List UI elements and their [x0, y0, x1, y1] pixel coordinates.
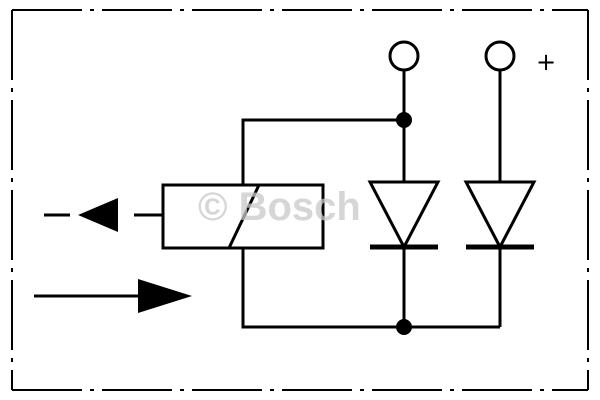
border-frame [11, 9, 589, 391]
arrow-left-head [78, 198, 118, 232]
junction-dot-bottom [396, 319, 412, 335]
terminal-circle-icon [484, 40, 516, 72]
arrow-right-icon [34, 279, 192, 313]
arrow-left-dashed-icon [44, 198, 163, 232]
diode-icon [367, 180, 441, 251]
top-wire [241, 118, 404, 185]
junction-dot-top [396, 112, 412, 128]
relay-coil-slash [227, 184, 261, 249]
terminal-circle-icon [388, 40, 420, 72]
diode-icon [463, 180, 537, 251]
watermark: © Bosch [198, 185, 361, 229]
diode-triangle-left [367, 180, 441, 251]
bottom-wire [241, 248, 500, 329]
arrow-right-head [138, 279, 192, 313]
terminal-plus-label: + [536, 48, 556, 76]
diode-triangle-right [463, 180, 537, 251]
